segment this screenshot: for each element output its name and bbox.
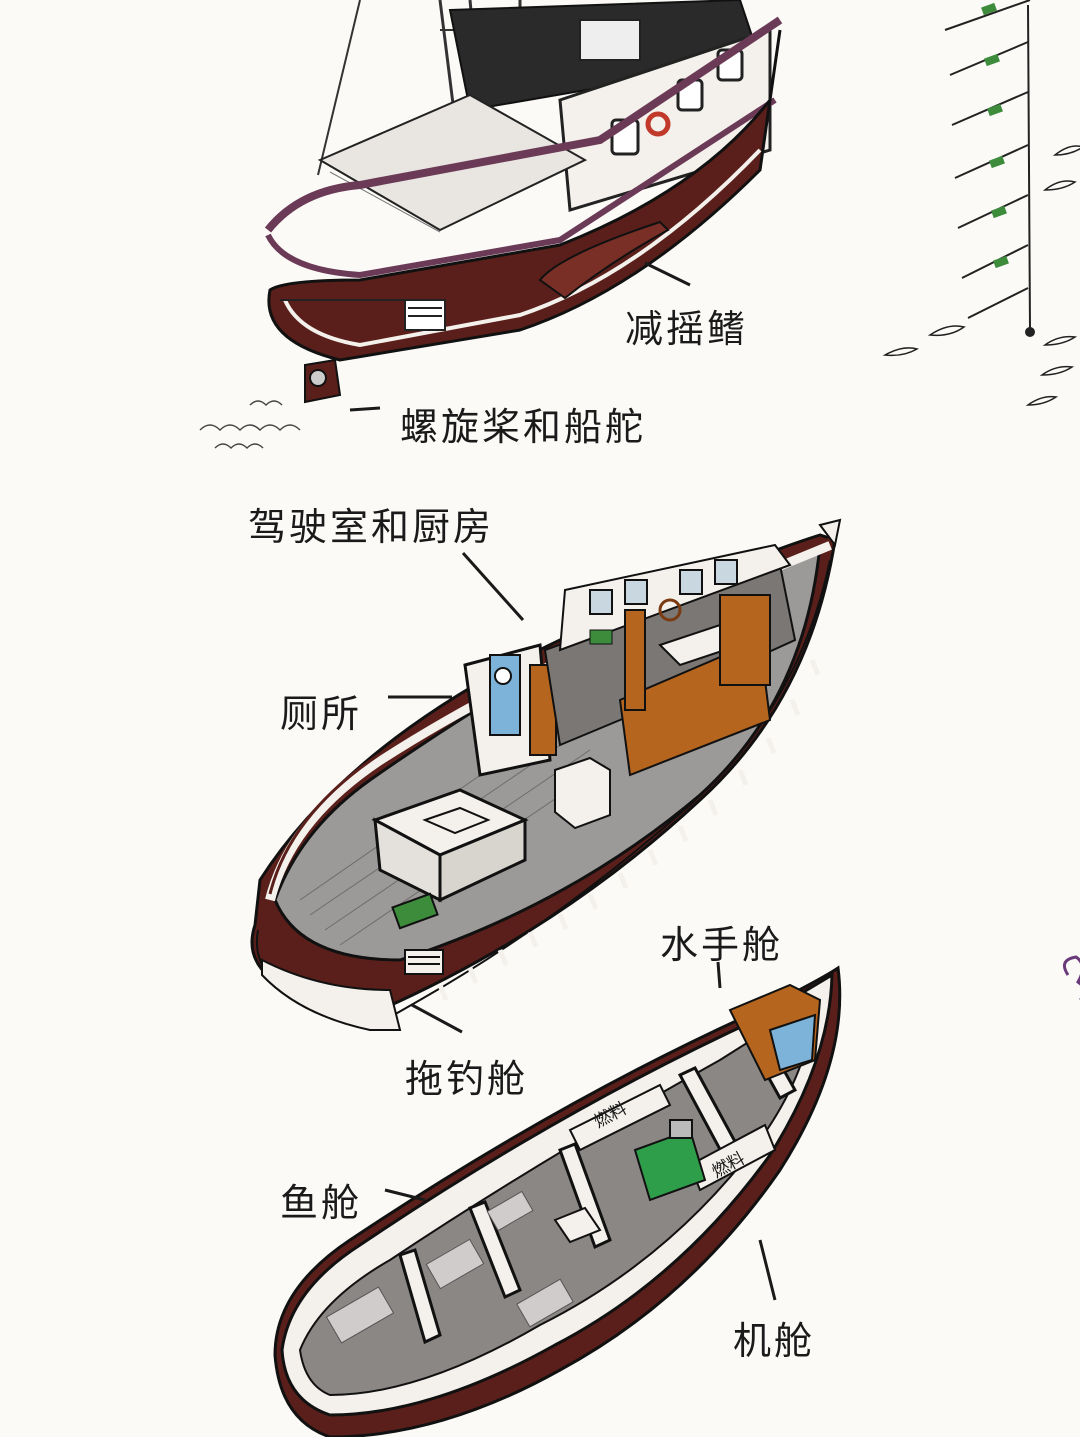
engine-leader [758, 1239, 777, 1301]
cutaway-deck-boat [250, 518, 842, 1031]
cutaway-hull-boat: 燃料 燃料 [273, 965, 842, 1437]
longline-with-fish [882, 0, 1080, 1000]
label-crew-quarters: 水手舱 [660, 923, 784, 967]
wheelhouse-leader [461, 551, 525, 622]
label-propeller-and-rudder: 螺旋桨和船舵 [400, 405, 647, 449]
exterior-boat [199, 0, 783, 450]
fishhold-leader [384, 1188, 426, 1202]
stabilizer-leader [644, 261, 691, 287]
propeller-leader [349, 406, 381, 412]
label-wheelhouse-and-galley: 驾驶室和厨房 [248, 505, 495, 549]
trawl-leader [411, 1003, 463, 1034]
label-engine-room: 机舱 [733, 1319, 816, 1363]
label-stabilizer-fin: 减摇鳍 [625, 307, 749, 351]
label-fish-hold: 鱼舱 [280, 1181, 363, 1225]
label-toilet: 厕所 [280, 692, 363, 736]
label-trawl-hold: 拖钓舱 [405, 1057, 529, 1101]
crew-leader [716, 961, 722, 989]
